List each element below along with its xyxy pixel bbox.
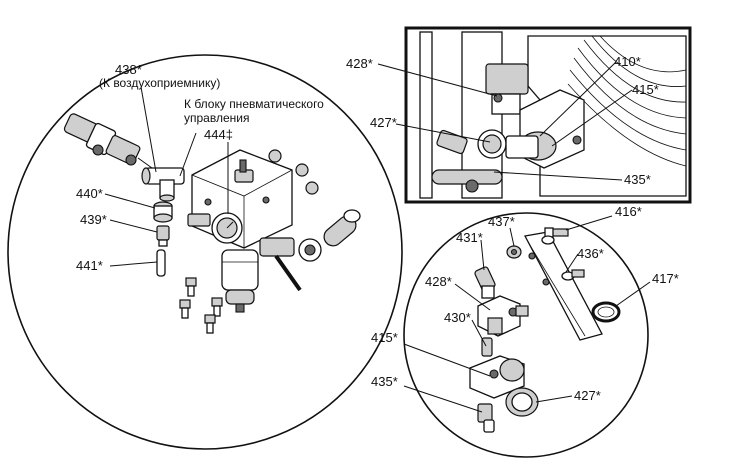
label-436: 436*: [577, 246, 604, 261]
tube-441: [156, 249, 166, 277]
label-439: 439*: [80, 212, 107, 227]
nipple-439: [156, 225, 170, 247]
label-427-bot: 427*: [574, 388, 601, 403]
right-detail-circle: [403, 212, 651, 458]
screw-416: [544, 227, 569, 238]
label-437: 437*: [488, 214, 515, 229]
label-444: 444‡: [204, 127, 233, 142]
label-435-bot: 435*: [371, 374, 398, 389]
label-438: 438*: [115, 62, 142, 77]
left-detail-circle: [7, 54, 403, 450]
filter-regulator-assembly: [187, 149, 322, 313]
label-pneumatic-line1: К блоку пневматического: [184, 97, 324, 111]
label-428-top: 428*: [346, 56, 373, 71]
label-428-bot: 428*: [425, 274, 452, 289]
label-410: 410*: [614, 54, 641, 69]
label-435-top: 435*: [624, 172, 651, 187]
label-431: 431*: [456, 230, 483, 245]
label-415-top: 415*: [632, 82, 659, 97]
label-pneumatic-line2: управления: [184, 111, 249, 125]
label-440: 440*: [76, 186, 103, 201]
valve-415: [469, 355, 525, 399]
label-417: 417*: [652, 271, 679, 286]
bushing-440: [153, 201, 173, 223]
check-valve: [323, 209, 361, 247]
gauge-427: [505, 387, 539, 417]
loose-nuts: [268, 149, 319, 195]
nut-437: [506, 245, 522, 259]
label-415-bot: 415*: [371, 330, 398, 345]
elbow-435: [477, 403, 495, 433]
regulator-428: [477, 295, 529, 337]
installed-view-box: [377, 26, 692, 204]
mounting-screws: [179, 277, 223, 334]
label-416: 416*: [615, 204, 642, 219]
gasket-417: [591, 301, 621, 323]
washer-436: [541, 235, 585, 281]
air-coupler-assembly: [63, 113, 153, 169]
label-427-top: 427*: [370, 115, 397, 130]
label-438-note: (К воздухоприемнику): [99, 76, 220, 90]
elbow-431: [474, 266, 496, 299]
label-430: 430*: [444, 310, 471, 325]
label-441: 441*: [76, 258, 103, 273]
